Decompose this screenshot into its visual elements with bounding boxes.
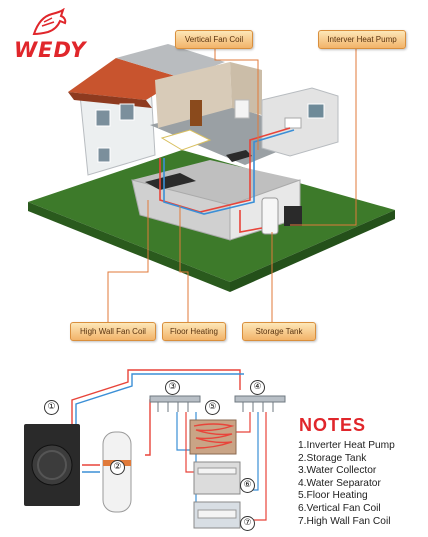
callout-storage-tank: Storage Tank (242, 322, 316, 341)
notes-item: 2.Storage Tank (298, 452, 367, 464)
vertical-fan-coil (193, 461, 241, 495)
window (119, 103, 135, 121)
notes-list: 1.Inverter Heat Pump 2.Storage Tank 3.Wa… (298, 440, 395, 528)
marker-3: ③ (165, 380, 180, 395)
window (97, 147, 111, 163)
heat-pump-unit (284, 206, 302, 226)
water-separator (234, 395, 286, 403)
notes-item: 7.High Wall Fan Coil (298, 515, 391, 527)
marker-4: ④ (250, 380, 265, 395)
callout-floor-heating: Floor Heating (162, 322, 226, 341)
marker-5: ⑤ (205, 400, 220, 415)
marker-2: ② (110, 460, 125, 475)
door (190, 100, 202, 126)
notes-item: 1.Inverter Heat Pump (298, 440, 395, 451)
notes-item: 3.Water Collector (298, 465, 377, 477)
brand-logo: WEDY (14, 38, 87, 62)
marker-1: ① (44, 400, 59, 415)
horse-logo-icon (32, 8, 67, 36)
marker-7: ⑦ (240, 516, 255, 531)
house-illustration (28, 44, 395, 322)
window (307, 103, 325, 119)
bed (160, 129, 212, 151)
notes-title: NOTES (299, 415, 367, 435)
bathroom-fixture (234, 99, 250, 119)
sofa (226, 150, 252, 162)
water-collector (149, 395, 201, 403)
storage-tank-unit (261, 197, 279, 235)
roof (68, 58, 182, 100)
marker-6: ⑥ (240, 478, 255, 493)
callout-high-wall-fan-coil: High Wall Fan Coil (70, 322, 156, 341)
window (95, 109, 111, 127)
living-sofa (145, 173, 196, 190)
callout-vertical-fan-coil: Vertical Fan Coil (175, 30, 253, 49)
callout-inverter-heat-pump: Interver Heat Pump (318, 30, 406, 49)
notes-item: 6.Vertical Fan Coil (298, 502, 381, 514)
notes-item: 4.Water Separator (298, 477, 381, 489)
bed (284, 117, 302, 129)
notes-item: 5.Floor Heating (298, 490, 368, 502)
